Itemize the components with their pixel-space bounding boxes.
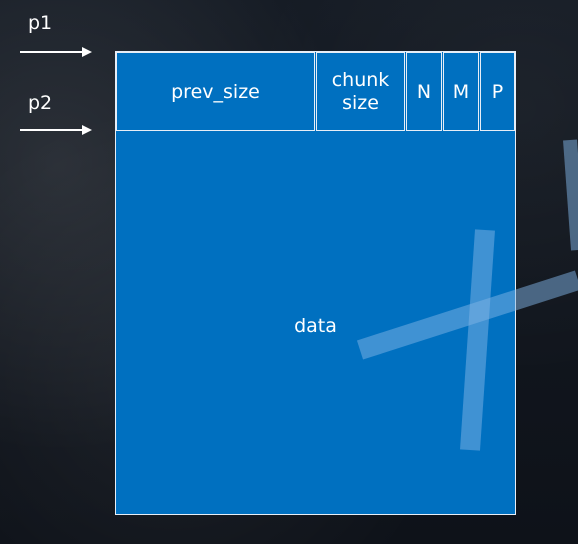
n-flag-field: N — [406, 52, 442, 131]
p-flag-field: P — [480, 52, 515, 131]
pointer-arrow-p1 — [20, 47, 92, 57]
data-region-label: data — [294, 315, 337, 337]
chunk-size-field: chunk size — [316, 52, 405, 131]
pointer-arrow-p2 — [20, 125, 92, 135]
pointer-label-p2: p2 — [28, 92, 53, 114]
prev-size-field: prev_size — [116, 52, 315, 131]
pointer-label-p1: p1 — [28, 12, 53, 34]
m-flag-field: M — [443, 52, 479, 131]
